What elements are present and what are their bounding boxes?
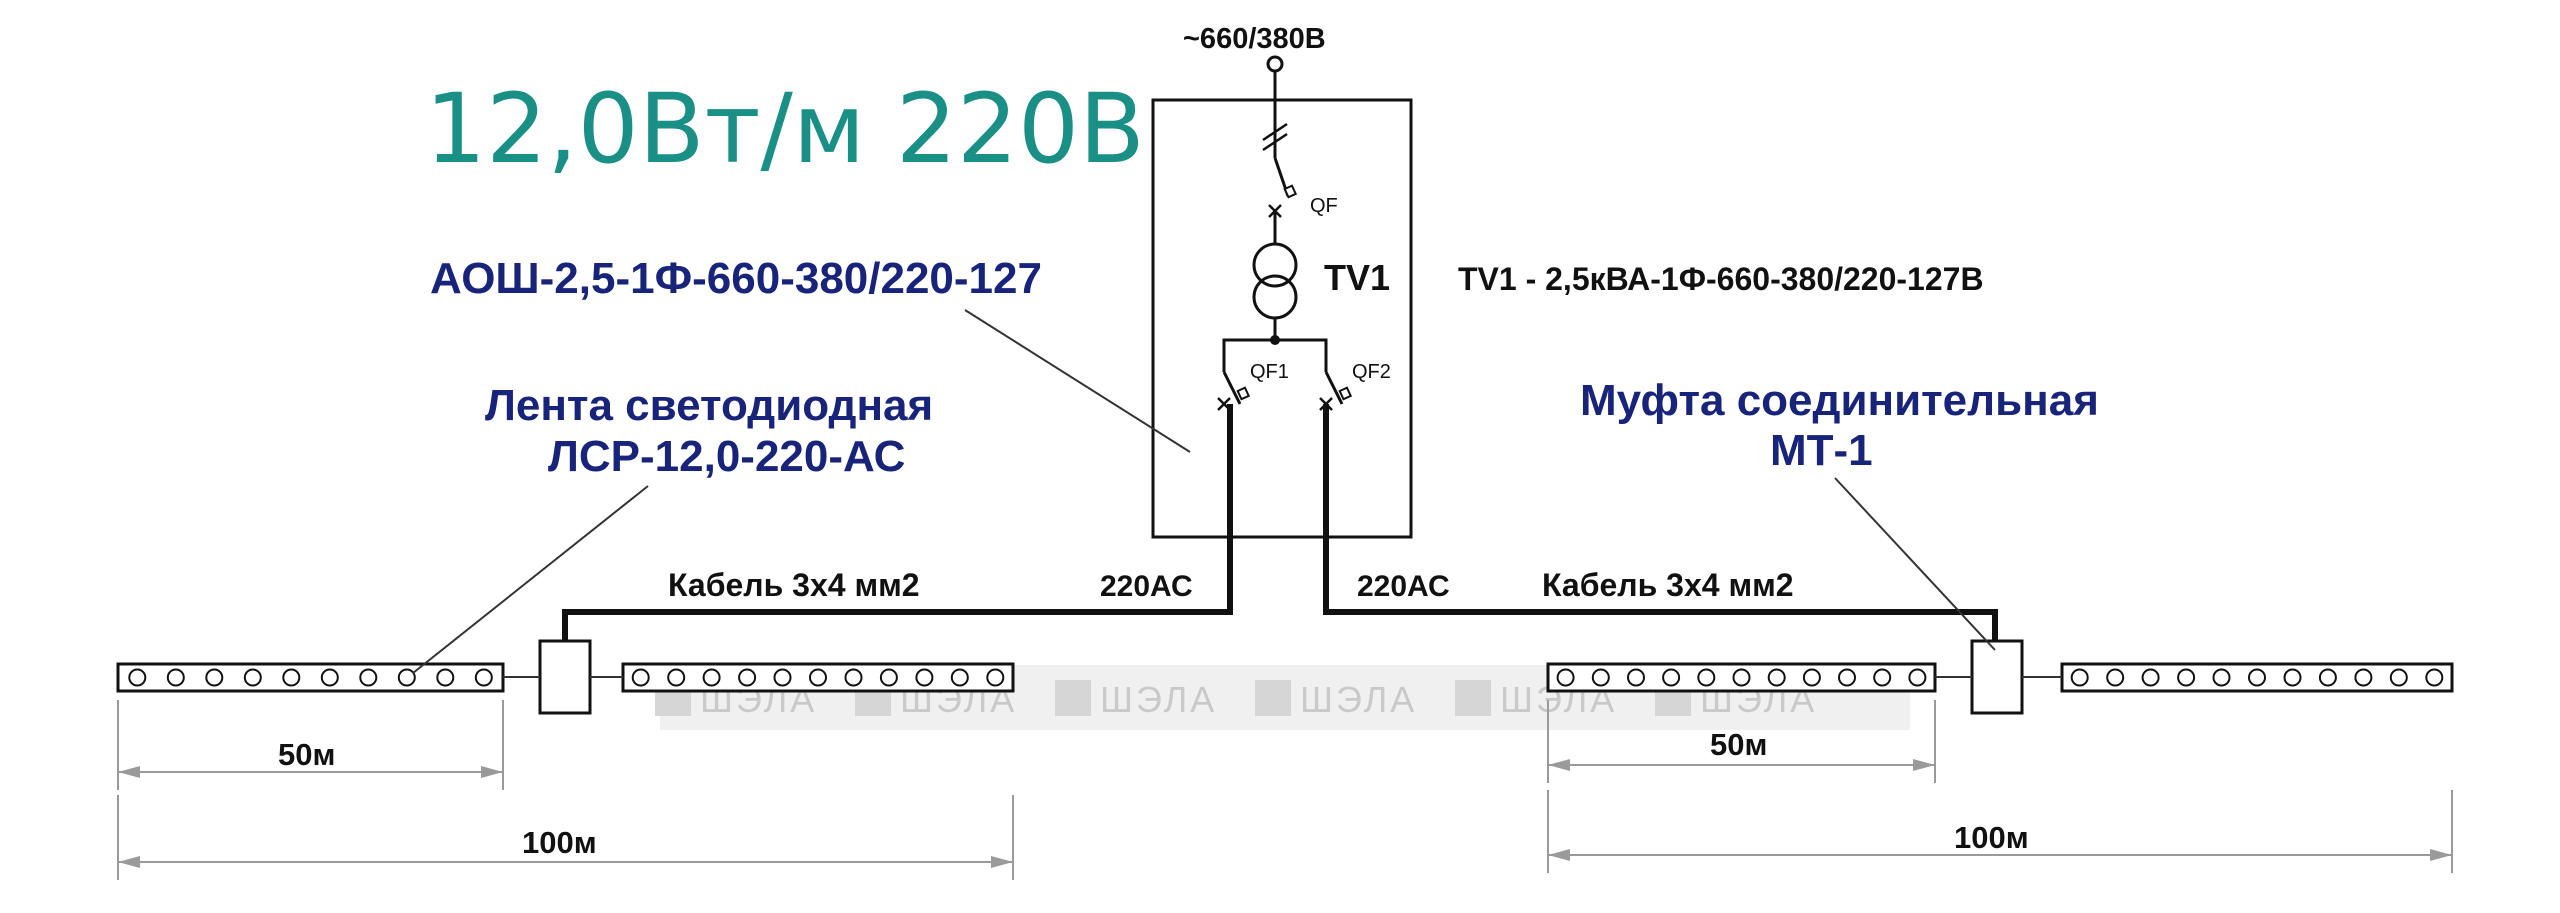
led-diode-icon bbox=[1767, 668, 1786, 687]
breaker-qf2-label: QF2 bbox=[1352, 361, 1391, 383]
led-diode-icon bbox=[2177, 668, 2196, 687]
voltage-right-label: 220АС bbox=[1357, 570, 1450, 603]
led-diode-icon bbox=[166, 668, 185, 687]
led-diode-icon bbox=[667, 668, 686, 687]
led-diode-icon bbox=[2283, 668, 2302, 687]
coupling-label-line1: Муфта соединительная bbox=[1580, 376, 2099, 425]
supply-voltage-label: ~660/380В bbox=[1183, 23, 1326, 55]
led-strip-1 bbox=[116, 662, 505, 693]
transformer-id-label: TV1 bbox=[1324, 257, 1390, 298]
coupling-right bbox=[1970, 639, 2024, 715]
led-diode-icon bbox=[879, 668, 898, 687]
coupling-leader-line bbox=[1834, 477, 1996, 651]
breaker-qf-label: QF bbox=[1310, 195, 1338, 217]
led-diode-icon bbox=[986, 668, 1005, 687]
led-diode-icon bbox=[128, 668, 147, 687]
enclosure-model-label: АОШ-2,5-1Ф-660-380/220-127 bbox=[430, 254, 1042, 303]
watermark-text: ШЭЛА bbox=[1100, 679, 1217, 720]
led-strip-leader-line bbox=[412, 485, 649, 674]
cable-right-label: Кабель 3х4 мм2 bbox=[1542, 567, 1794, 603]
led-strip-label-line2: ЛСР-12,0-220-АС bbox=[548, 432, 905, 481]
led-diode-icon bbox=[359, 668, 378, 687]
cable-left-label: Кабель 3х4 мм2 bbox=[668, 567, 920, 603]
led-diode-icon bbox=[738, 668, 757, 687]
dim-left-long bbox=[117, 795, 1014, 880]
led-diode-icon bbox=[397, 668, 416, 687]
cable-left bbox=[562, 404, 1233, 646]
led-diode-icon bbox=[809, 668, 827, 687]
led-diode-icon bbox=[2354, 668, 2373, 687]
coupling-left bbox=[538, 639, 592, 715]
led-diode-icon bbox=[1556, 668, 1575, 687]
led-diode-icon bbox=[2070, 668, 2089, 687]
enclosure-leader-line bbox=[964, 309, 1191, 453]
led-diode-icon bbox=[1802, 668, 1821, 687]
cable-right bbox=[1323, 404, 1998, 646]
led-diode-icon bbox=[282, 668, 301, 687]
led-diode-icon bbox=[2318, 668, 2337, 687]
switchgear-enclosure bbox=[1151, 98, 1413, 539]
led-diode-icon bbox=[631, 668, 650, 687]
watermark-logo: ШЭЛА bbox=[1255, 679, 1417, 720]
led-diode-icon bbox=[844, 668, 863, 687]
led-diode-icon bbox=[773, 668, 792, 687]
watermark-logo-icon bbox=[1255, 680, 1291, 716]
breaker-qf-icon bbox=[1268, 157, 1298, 245]
dim-right-long bbox=[1547, 790, 2453, 873]
led-diode-icon bbox=[702, 668, 721, 687]
led-diode-icon bbox=[2212, 668, 2231, 687]
dim-left-short-label: 50м bbox=[278, 737, 335, 772]
led-diode-icon bbox=[1838, 668, 1856, 687]
watermark-logo-icon bbox=[1455, 680, 1491, 716]
led-diode-icon bbox=[1873, 668, 1892, 687]
transformer-spec-label: TV1 - 2,5кВА-1Ф-660-380/220-127В bbox=[1458, 261, 1984, 297]
breaker-qf1-label: QF1 bbox=[1250, 361, 1289, 383]
supply-terminal-icon bbox=[1266, 55, 1284, 73]
led-strip-4 bbox=[2060, 662, 2454, 693]
watermark-logo: ШЭЛА bbox=[1055, 679, 1217, 720]
coupling-label-line2: МТ-1 bbox=[1770, 426, 1873, 475]
led-diode-icon bbox=[1662, 668, 1681, 687]
led-diode-icon bbox=[1732, 668, 1751, 687]
led-diode-icon bbox=[915, 668, 934, 687]
led-diode-icon bbox=[2106, 668, 2125, 687]
voltage-left-label: 220АС bbox=[1100, 570, 1193, 603]
dim-right-short bbox=[1547, 700, 1936, 783]
dim-left-short bbox=[117, 700, 504, 790]
dim-right-long-label: 100м bbox=[1954, 820, 2029, 855]
led-diode-icon bbox=[474, 668, 493, 687]
dimension-lines bbox=[117, 700, 2453, 880]
led-strip-3 bbox=[1546, 662, 1937, 693]
led-diode-icon bbox=[2389, 668, 2408, 687]
led-diode-icon bbox=[2248, 668, 2266, 687]
dim-left-long-label: 100м bbox=[522, 825, 597, 860]
led-diode-icon bbox=[1627, 668, 1645, 687]
cable-tick-mark-icon bbox=[1262, 122, 1288, 142]
diagram-title: 12,0Вт/м 220В bbox=[425, 73, 1145, 185]
led-diode-icon bbox=[2425, 668, 2444, 687]
led-diode-icon bbox=[436, 668, 455, 687]
led-diode-icon bbox=[205, 668, 224, 687]
led-diode-icon bbox=[1697, 668, 1716, 687]
led-strip-2 bbox=[621, 662, 1015, 693]
dim-right-short-label: 50м bbox=[1710, 727, 1767, 762]
led-strip-label-line1: Лента светодиодная bbox=[485, 381, 933, 430]
led-diode-icon bbox=[243, 668, 262, 687]
led-diode-icon bbox=[320, 668, 339, 687]
led-diode-icon bbox=[1591, 668, 1610, 687]
led-diode-icon bbox=[1908, 668, 1927, 687]
transformer-tv1-icon bbox=[1252, 242, 1298, 345]
led-strips bbox=[116, 662, 2454, 693]
led-diode-icon bbox=[950, 668, 969, 687]
led-diode-icon bbox=[2141, 668, 2160, 687]
watermark-logo-icon bbox=[1055, 680, 1091, 716]
watermark-text: ШЭЛА bbox=[1300, 679, 1417, 720]
breaker-qf1-icon bbox=[1217, 371, 1251, 411]
